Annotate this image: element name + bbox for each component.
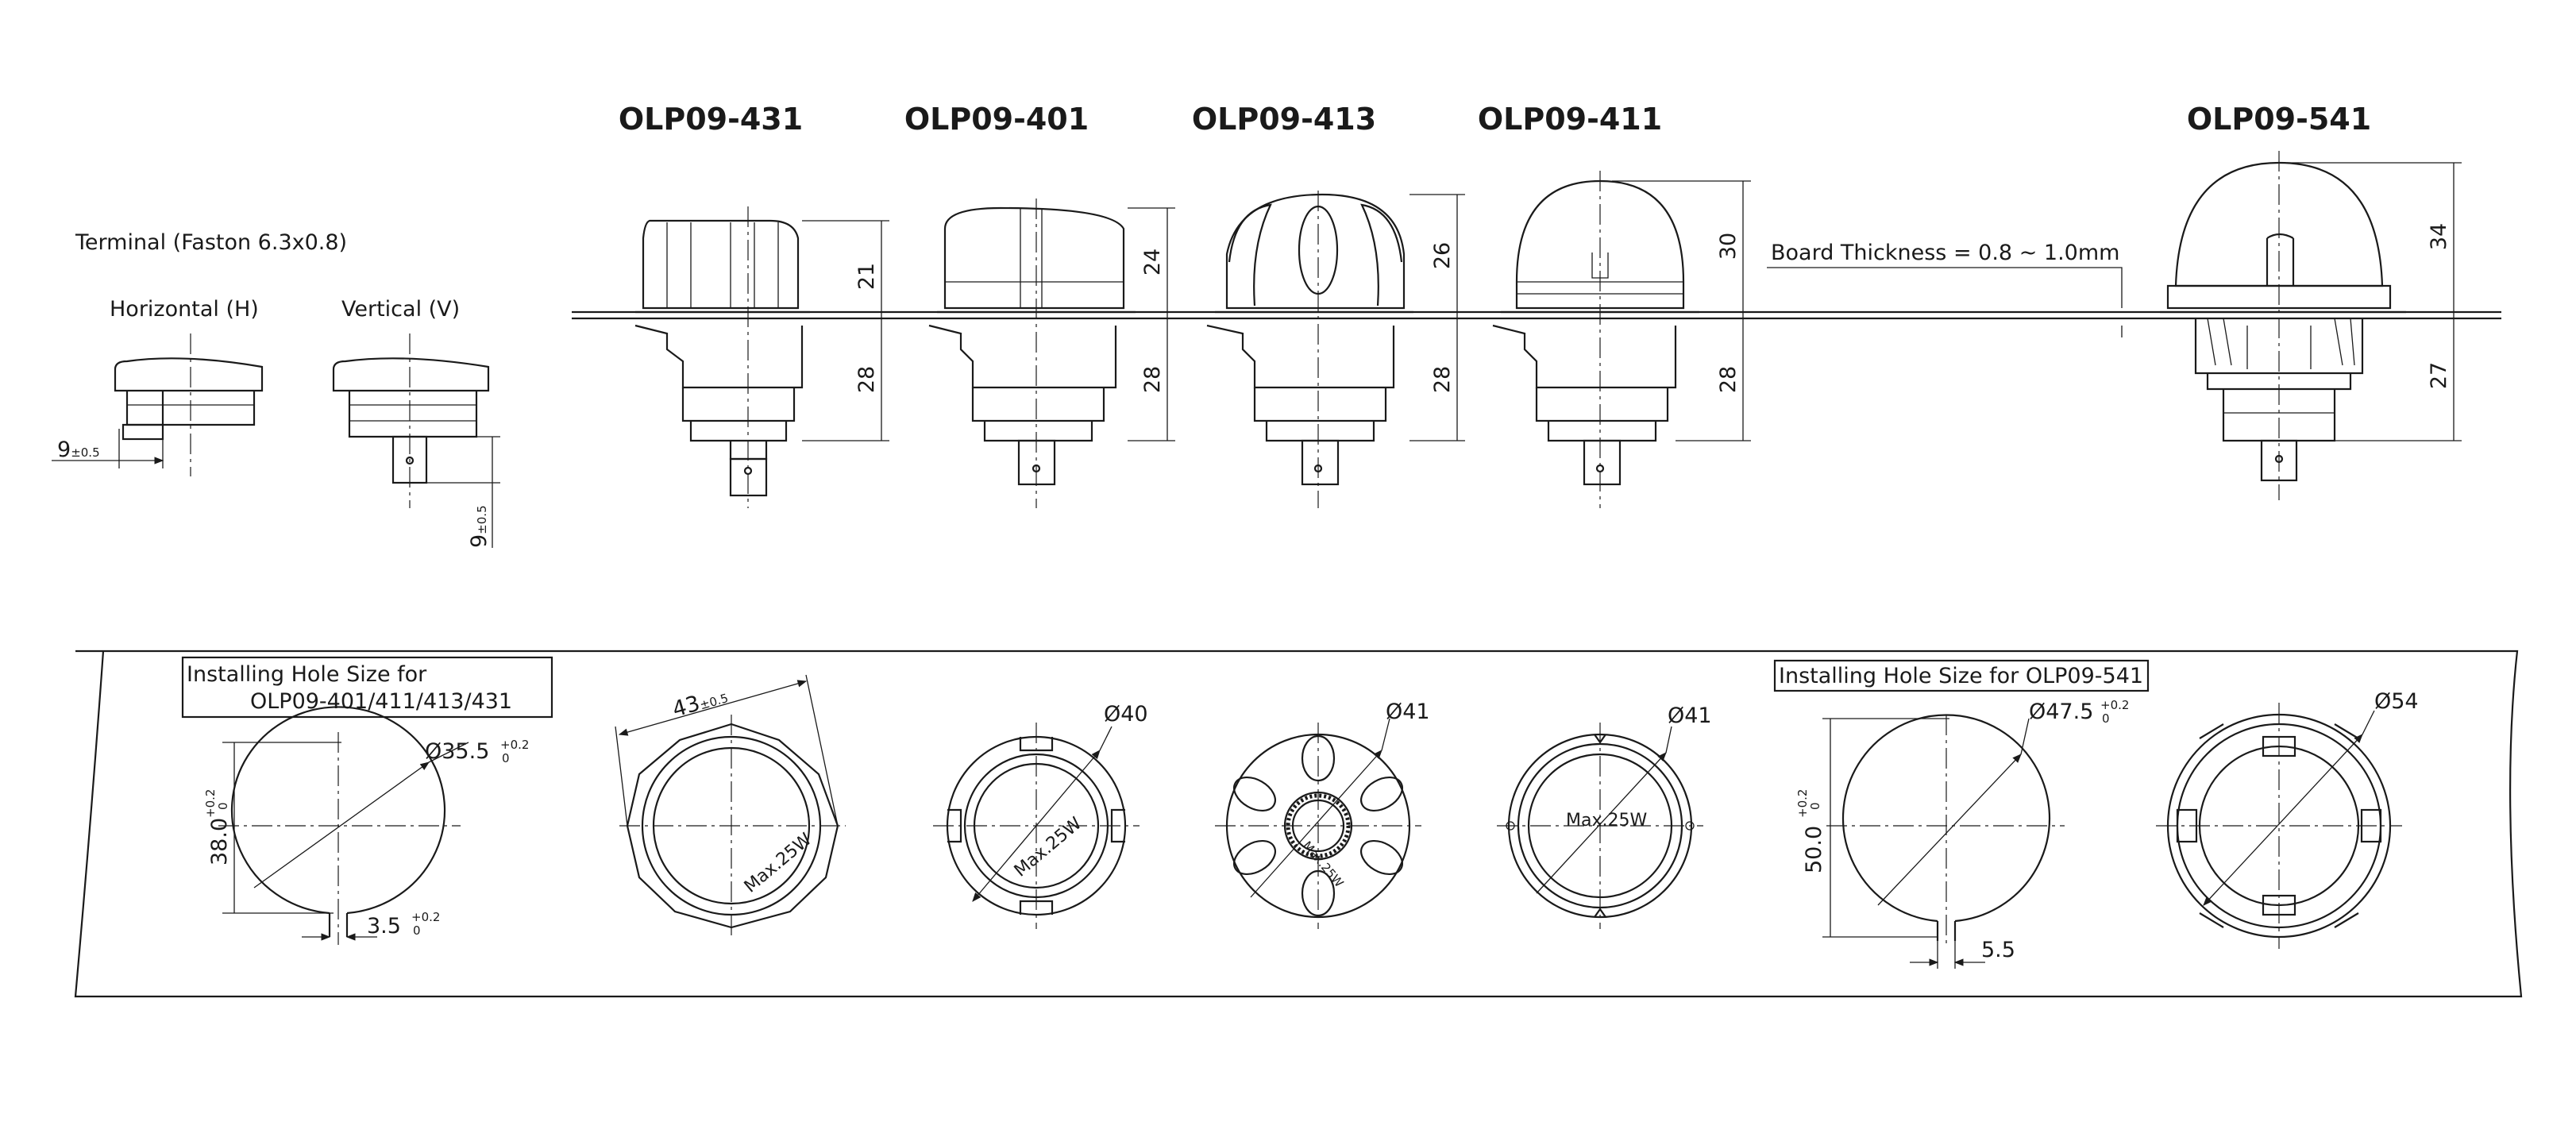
height-541-bottom: 27 [2427,362,2451,389]
top-view-411-max: Max.25W [1566,811,1647,831]
top-views-frame [74,650,2523,998]
model-title-411: OLP09-411 [1478,102,1662,137]
height-541-top: 34 [2427,223,2451,250]
height-411-top: 30 [1716,233,1741,260]
hole-large-height-tol-dn: 0 [1808,802,1822,810]
board-thickness-label: Board Thickness = 0.8 ~ 1.0mm [1771,241,2119,265]
top-view-541-dim: Ø54 [2374,689,2419,714]
hole-small-drawing [218,706,469,945]
top-view-541 [2156,703,2402,949]
hole-small-diameter-tol-dn: 0 [502,751,510,765]
hole-small-height-tol-dn: 0 [216,802,230,810]
height-431-top: 21 [854,263,879,290]
hole-small-title-2: OLP09-401/411/413/431 [250,689,512,714]
hole-small-slot-tol-up: +0.2 [411,910,440,924]
model-title-401: OLP09-401 [904,102,1089,137]
hole-small-height: 38.0 [207,818,232,865]
hole-large-diameter-tol-dn: 0 [2102,711,2110,726]
height-431-bottom: 28 [854,366,879,393]
terminal-horizontal-drawing [52,333,264,476]
board-line [572,310,2501,320]
top-view-431-dim: 43±0.5 [669,683,731,722]
hole-large-diameter: Ø47.5 [2029,700,2093,724]
model-title-431: OLP09-431 [619,102,803,137]
height-411-bottom: 28 [1716,366,1741,393]
hole-small-slot: 3.5 [367,914,401,939]
top-view-401 [933,723,1140,929]
side-view-401 [928,199,1136,508]
terminal-h-dim: 9±0.5 [57,438,100,462]
side-view-413 [1206,191,1413,508]
terminal-v-dim: 9±0.5 [467,505,492,548]
terminal-vertical-drawing [332,333,500,548]
hole-small-diameter-tol-up: +0.2 [500,738,529,752]
model-title-413: OLP09-413 [1192,102,1376,137]
top-view-411-dim: Ø41 [1668,703,1712,728]
top-view-401-max: Max.25W [1011,814,1086,881]
top-view-401-dim: Ø40 [1104,702,1148,727]
model-title-541: OLP09-541 [2187,102,2371,137]
hole-small-diameter: Ø35.5 [425,739,489,764]
height-413-bottom: 28 [1430,366,1455,393]
side-view-411 [1492,171,1699,508]
top-view-431 [615,674,846,937]
side-view-431 [634,206,810,508]
hole-small-height-tol-up: +0.2 [203,789,218,818]
top-view-411 [1497,723,1703,929]
hole-large-title: Installing Hole Size for OLP09-541 [1779,664,2143,688]
side-view-541 [2160,151,2406,500]
hole-large-diameter-tol-up: +0.2 [2100,698,2129,712]
hole-large-slot: 5.5 [1981,938,2015,962]
top-view-413-max: Max.25W [1300,838,1347,890]
terminal-horizontal-label: Horizontal (H) [110,297,259,322]
top-view-413-dim: Ø41 [1386,700,1430,724]
hole-small-title-1: Installing Hole Size for [187,662,427,687]
terminal-vertical-label: Vertical (V) [341,297,460,322]
hole-small-slot-tol-dn: 0 [413,923,421,938]
height-401-top: 24 [1140,249,1165,276]
hole-large-height-tol-up: +0.2 [1795,789,1810,818]
height-413-top: 26 [1430,242,1455,269]
top-view-413 [1215,718,1421,929]
hole-large-drawing [1822,714,2065,969]
terminal-title: Terminal (Faston 6.3x0.8) [75,230,347,255]
height-401-bottom: 28 [1140,366,1165,393]
hole-large-height: 50.0 [1802,826,1826,873]
